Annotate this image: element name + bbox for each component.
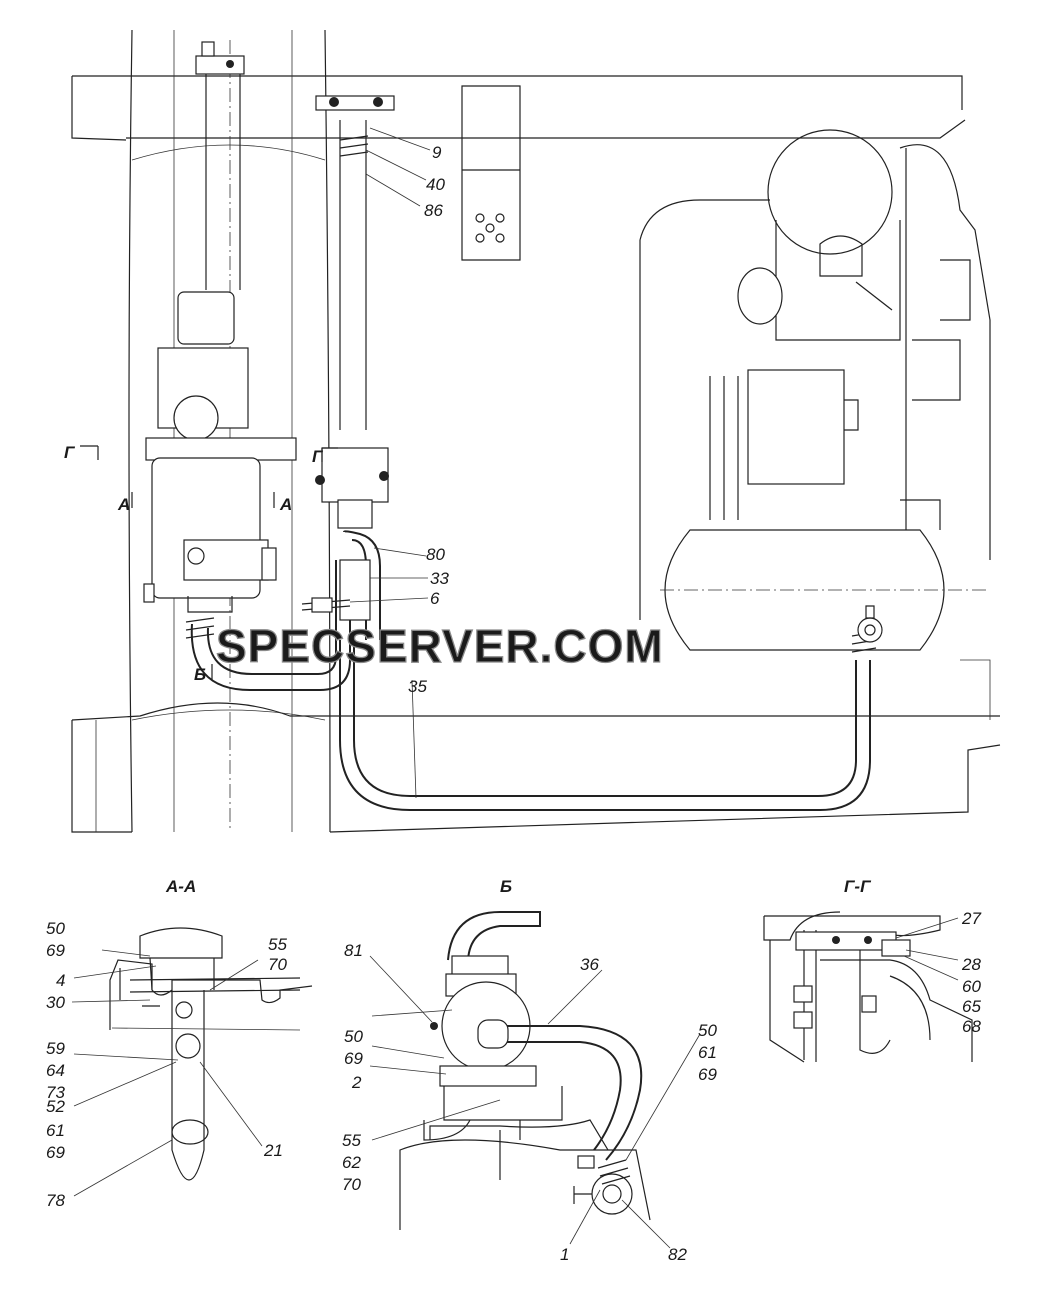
b-label-69b: 69 <box>698 1065 717 1084</box>
b-label-50: 50 <box>344 1027 363 1046</box>
aa-label-4: 4 <box>56 971 65 990</box>
main-callouts: 9 40 86 80 33 6 35 <box>349 127 449 799</box>
cut-g-left: Г <box>64 443 76 462</box>
b-label-81: 81 <box>344 941 363 960</box>
cut-b: Б <box>194 665 206 684</box>
section-b-title: Б <box>500 877 512 896</box>
b-label-62: 62 <box>342 1153 361 1172</box>
label-6: 6 <box>430 589 440 608</box>
section-aa-title: А-А <box>165 877 196 896</box>
b-label-50b: 50 <box>698 1021 717 1040</box>
aa-label-70: 70 <box>268 955 287 974</box>
section-gg: Г-Г <box>763 877 973 1063</box>
b-label-36: 36 <box>580 955 599 974</box>
section-b-callouts: 81 36 50 69 2 55 62 70 50 61 69 1 82 <box>342 941 717 1264</box>
b-label-2: 2 <box>351 1073 362 1092</box>
b-label-70: 70 <box>342 1175 361 1194</box>
b-label-55: 55 <box>342 1131 361 1150</box>
label-35: 35 <box>408 677 427 696</box>
aa-label-30: 30 <box>46 993 65 1012</box>
cut-g-right: Г <box>312 447 324 466</box>
section-aa-callouts: 50 69 4 55 70 30 59 64 73 52 61 69 21 78 <box>46 919 287 1210</box>
label-86: 86 <box>424 201 443 220</box>
aa-label-69b: 69 <box>46 1143 65 1162</box>
aa-label-64: 64 <box>46 1061 65 1080</box>
gg-label-28: 28 <box>961 955 981 974</box>
hose-coil-left <box>185 617 215 639</box>
cut-a-right: А <box>279 495 292 514</box>
aa-label-55: 55 <box>268 935 287 954</box>
section-gg-title: Г-Г <box>844 877 872 896</box>
section-gg-callouts: 27 28 60 65 68 <box>895 909 981 1036</box>
b-label-1: 1 <box>560 1245 569 1264</box>
label-80: 80 <box>426 545 445 564</box>
gg-label-65: 65 <box>962 997 981 1016</box>
section-b: Б <box>399 877 651 1230</box>
b-label-69: 69 <box>344 1049 363 1068</box>
watermark: SPECSERVER.COM <box>216 620 664 672</box>
aa-label-78: 78 <box>46 1191 65 1210</box>
gg-label-60: 60 <box>962 977 981 996</box>
gg-label-27: 27 <box>961 909 981 928</box>
aa-label-21: 21 <box>263 1141 283 1160</box>
label-9: 9 <box>432 143 442 162</box>
aa-label-50: 50 <box>46 919 65 938</box>
section-aa: А-А <box>109 877 313 1181</box>
aa-label-59: 59 <box>46 1039 65 1058</box>
main-view <box>71 29 1001 833</box>
gg-label-68: 68 <box>962 1017 981 1036</box>
aa-label-61: 61 <box>46 1121 65 1140</box>
cut-a-left: А <box>117 495 130 514</box>
aa-label-73: 73 <box>46 1083 65 1102</box>
aa-label-69: 69 <box>46 941 65 960</box>
label-40: 40 <box>426 175 445 194</box>
b-label-61: 61 <box>698 1043 717 1062</box>
label-33: 33 <box>430 569 449 588</box>
b-label-82: 82 <box>668 1245 687 1264</box>
aa-label-52: 52 <box>46 1097 65 1116</box>
